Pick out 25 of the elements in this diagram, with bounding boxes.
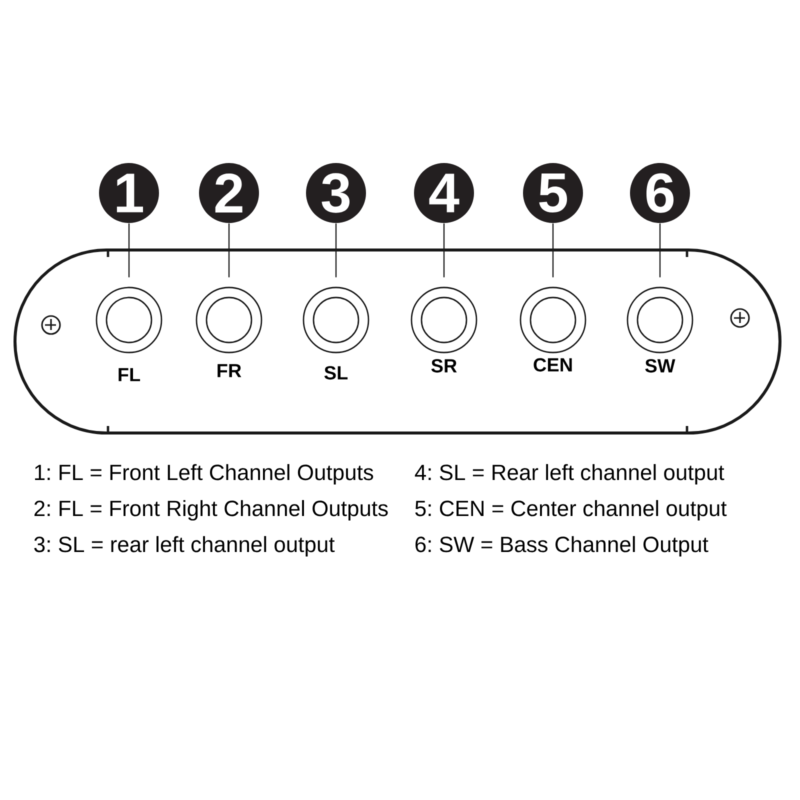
key-entry: 3: SL = rear left channel output	[34, 536, 335, 557]
callout-number: 6	[630, 163, 690, 223]
key-entry: 2: FL = Front Right Channel Outputs	[34, 500, 388, 521]
channel-label: SW	[645, 359, 676, 373]
leader-line	[128, 223, 130, 278]
key-entry: 1: FL = Front Left Channel Outputs	[35, 464, 374, 485]
callout-number: 4	[414, 163, 474, 223]
device-panel	[14, 248, 782, 434]
channel-label: FL	[118, 368, 140, 382]
leader-line	[335, 223, 337, 278]
leader-line	[552, 223, 554, 278]
leader-line	[228, 223, 230, 278]
leader-line	[659, 223, 661, 278]
leader-line	[443, 223, 445, 278]
callout-number: 3	[306, 163, 366, 223]
channel-label: FR	[218, 364, 242, 378]
key-entry: 6: SW = Bass Channel Output	[416, 536, 708, 557]
channel-label: SR	[431, 359, 457, 373]
channel-label: CEN	[534, 358, 572, 372]
channel-label: SL	[324, 366, 348, 380]
key-entry: 4: SL = Rear left channel output	[414, 464, 724, 485]
key-entry: 5: CEN = Center channel output	[415, 500, 727, 521]
callout-number: 2	[199, 163, 259, 223]
callout-number: 5	[523, 163, 583, 223]
callout-number: 1	[99, 163, 159, 223]
